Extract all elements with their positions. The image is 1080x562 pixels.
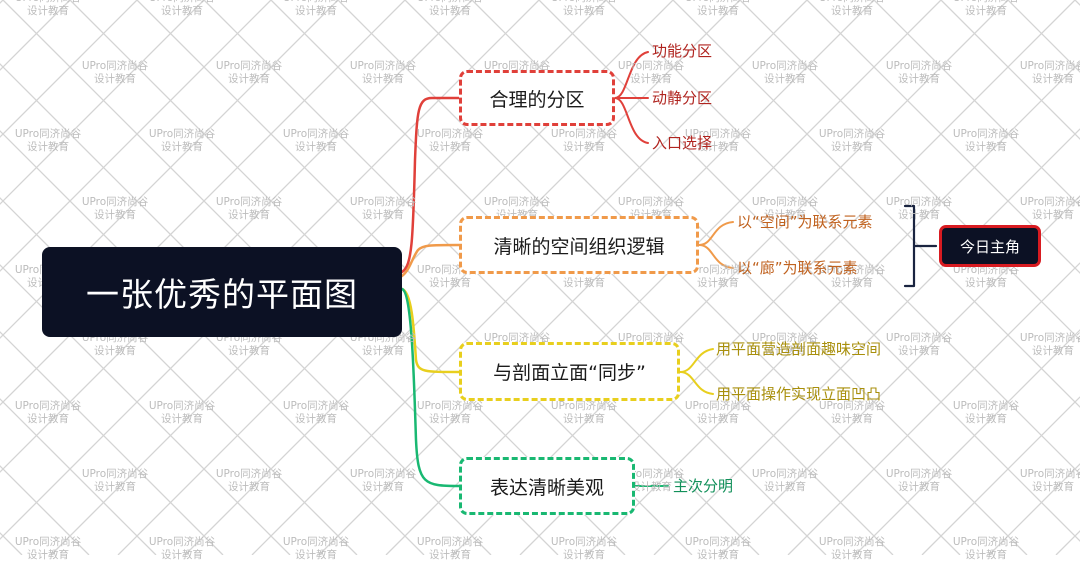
watermark-line (854, 329, 1080, 555)
branch-node-section-elevation-sync: 与剖面立面“同步” (459, 342, 680, 401)
watermark-line (672, 0, 1080, 408)
watermark-line (653, 128, 1080, 555)
leaf-plan-creates-section-space: 用平面营造剖面趣味空间 (716, 340, 882, 358)
watermark-line (873, 0, 1080, 207)
connector-root-b1 (400, 96, 461, 274)
watermark-line (586, 61, 1080, 555)
watermark-line (720, 195, 1080, 555)
watermark-line (184, 0, 741, 555)
branch-node-reasonable-zoning: 合理的分区 (459, 70, 615, 126)
connector-root-b3 (400, 287, 461, 374)
watermark-line (0, 331, 224, 555)
watermark-line (203, 0, 760, 555)
watermark-line (0, 398, 157, 555)
watermark-line (1007, 0, 1080, 73)
watermark-line (940, 0, 1080, 140)
watermark-line (921, 396, 1080, 555)
watermark-line (605, 0, 1080, 475)
connector-b2-leaves (698, 221, 734, 269)
connector-root-b4 (400, 287, 461, 488)
branch-node-clear-expression: 表达清晰美观 (459, 457, 635, 515)
watermark-line (538, 0, 1080, 542)
connector-root-b2 (400, 243, 461, 278)
watermark-line (739, 0, 1080, 341)
leaf-corridor-as-link: 以“廊”为联系元素 (737, 259, 858, 277)
watermark-line (0, 0, 272, 272)
branch-node-spatial-logic: 清晰的空间组织逻辑 (459, 216, 699, 274)
watermark-line (318, 0, 875, 555)
connector-b1-leaves (614, 51, 649, 144)
leaf-entrance-choice: 入口选择 (652, 134, 713, 152)
watermark-line (0, 0, 138, 138)
watermark-line (0, 0, 205, 205)
watermark-line (0, 264, 291, 555)
root-node: 一张优秀的平面图 (42, 247, 402, 337)
group-bracket (903, 204, 938, 288)
today-focus-tag: 今日主角 (939, 225, 1041, 267)
leaf-functional-zoning: 功能分区 (652, 42, 713, 60)
leaf-dynamic-static-zoning: 动静分区 (652, 89, 713, 107)
watermark-line (337, 0, 894, 555)
watermark-line (806, 0, 1080, 274)
watermark-line (270, 0, 827, 555)
leaf-space-as-link: 以“空间”为联系元素 (737, 213, 873, 231)
watermark-line (251, 0, 808, 555)
watermark-line (787, 262, 1080, 555)
leaf-clear-hierarchy: 主次分明 (673, 477, 734, 495)
connector-b3-leaves (679, 348, 714, 395)
leaf-plan-creates-facade-relief: 用平面操作实现立面凹凸 (716, 385, 882, 403)
